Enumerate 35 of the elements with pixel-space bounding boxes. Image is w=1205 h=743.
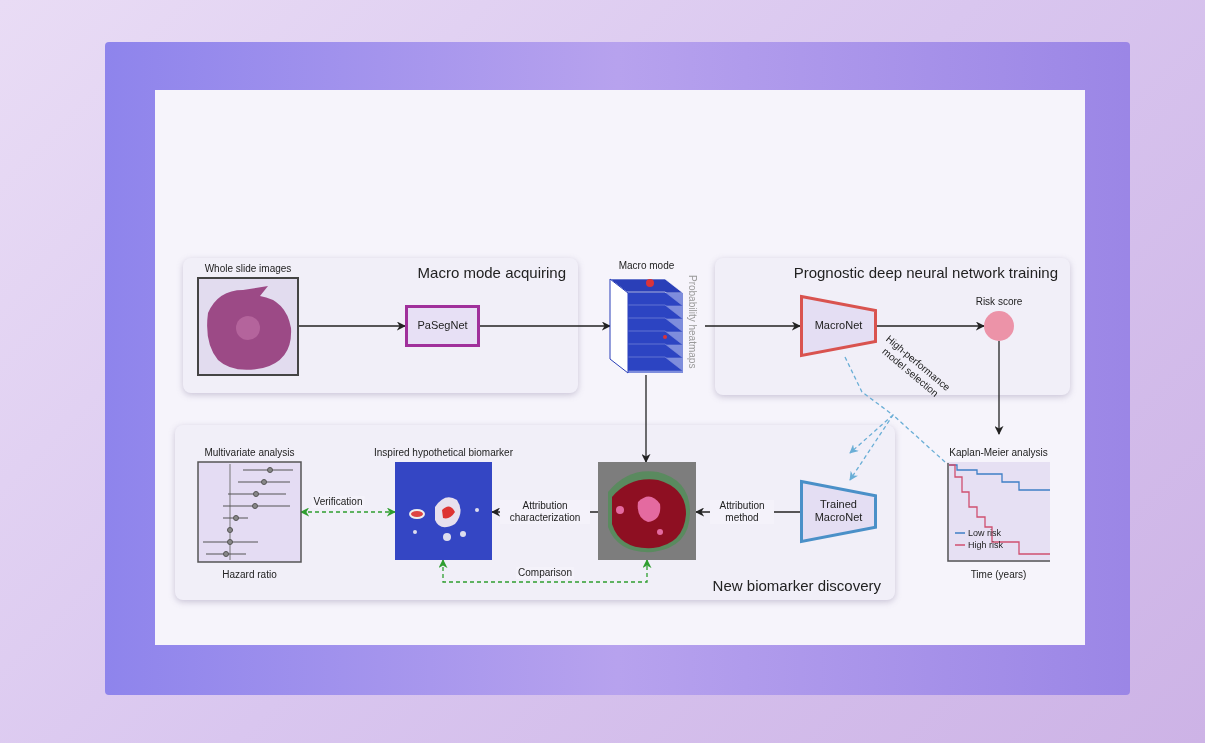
vertical-label: Probability heatmaps — [687, 275, 698, 369]
edge-label: Attribution characterization — [500, 500, 590, 524]
legend-label: High risk — [968, 540, 1003, 550]
section-title: Macro mode acquiring — [417, 264, 566, 281]
section-panel — [715, 258, 1070, 395]
arrow — [994, 340, 1004, 435]
arrow — [479, 321, 611, 331]
image-heading: Inspired hypothetical biomarker — [374, 447, 513, 458]
arrow — [704, 321, 801, 331]
image-heading: Kaplan-Meier analysis — [949, 447, 1048, 458]
section-title: New biomarker discovery — [712, 577, 881, 594]
axis-label: Hazard ratio — [222, 569, 277, 580]
edge-label: Comparison — [516, 567, 574, 579]
image-heading: Whole slide images — [204, 263, 292, 274]
section-panel — [175, 425, 895, 600]
dashed-arrow — [849, 414, 946, 463]
section-title: Prognostic deep neural network training — [793, 264, 1058, 281]
legend-label: Low risk — [968, 528, 1001, 538]
image-heading: Macro mode — [618, 260, 675, 271]
image-heading: Multivariate analysis — [204, 447, 295, 458]
arrow — [297, 321, 406, 331]
node-label: Trained MacroNet — [813, 497, 864, 526]
edge-label: Verification — [311, 496, 365, 508]
node-label: MacroNet — [813, 319, 864, 333]
dashed-arrow — [844, 356, 894, 481]
arrow — [876, 321, 985, 331]
section-panel — [183, 258, 578, 393]
dashed-arrow — [300, 507, 396, 517]
node-label: PaSegNet — [416, 319, 469, 333]
edge-label: Attribution method — [710, 500, 774, 524]
dashed-arrow — [438, 559, 652, 583]
image-heading: Risk score — [975, 296, 1023, 307]
axis-label: Time (years) — [970, 569, 1027, 580]
arrow — [641, 374, 651, 463]
arrow — [695, 507, 801, 517]
